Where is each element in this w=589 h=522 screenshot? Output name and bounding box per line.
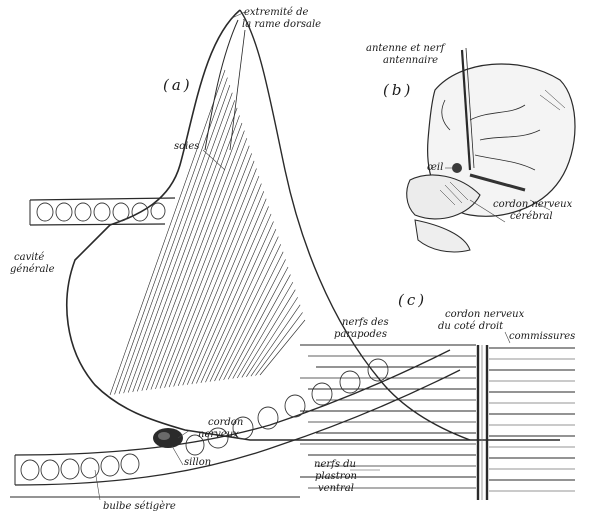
label-nerfs-parapodes-line1: nerfs des xyxy=(342,318,389,328)
label-soies: soies xyxy=(174,142,199,152)
commissures-right xyxy=(489,348,575,491)
label-cordon-line1: cordon xyxy=(208,418,243,428)
label-cavite-line1: cavité xyxy=(14,253,44,263)
panel-label-c: (c) xyxy=(398,291,427,309)
label-oeil: œil xyxy=(427,163,443,173)
label-extremite-line2: la rame dorsale xyxy=(242,20,321,30)
label-sillon: sillon xyxy=(184,458,211,468)
label-cordon-line2: nerveux xyxy=(198,430,239,440)
setae-fan xyxy=(110,70,305,395)
label-extremite-line1: extremité de xyxy=(244,8,308,18)
label-commissures: commissures xyxy=(509,332,575,342)
label-bulbe: bulbe sétigère xyxy=(103,502,176,512)
label-cordon-cerebral-line1: cordon nerveux xyxy=(493,200,572,210)
label-antenne-line2: antennaire xyxy=(383,56,438,66)
label-antenne-line1: antenne et nerf xyxy=(366,44,444,54)
label-nerfs-plastron-line2: plastron xyxy=(315,472,357,482)
panel-label-b: (b) xyxy=(383,81,413,99)
label-nerfs-parapodes-line2: parapodes xyxy=(334,330,387,340)
label-nerfs-plastron-line1: nerfs du xyxy=(314,460,356,470)
label-cavite-line2: générale xyxy=(10,265,55,275)
panel-label-a: (a) xyxy=(163,76,193,94)
label-cordon-droit-line2: du coté droit xyxy=(438,322,503,332)
nerve-diagram xyxy=(478,345,487,500)
label-cordon-cerebral-line2: cérébral xyxy=(510,212,553,222)
label-nerfs-plastron-line3: ventral xyxy=(318,484,354,494)
label-cordon-droit-line1: cordon nerveux xyxy=(445,310,524,320)
upper-cell-row xyxy=(37,203,165,221)
